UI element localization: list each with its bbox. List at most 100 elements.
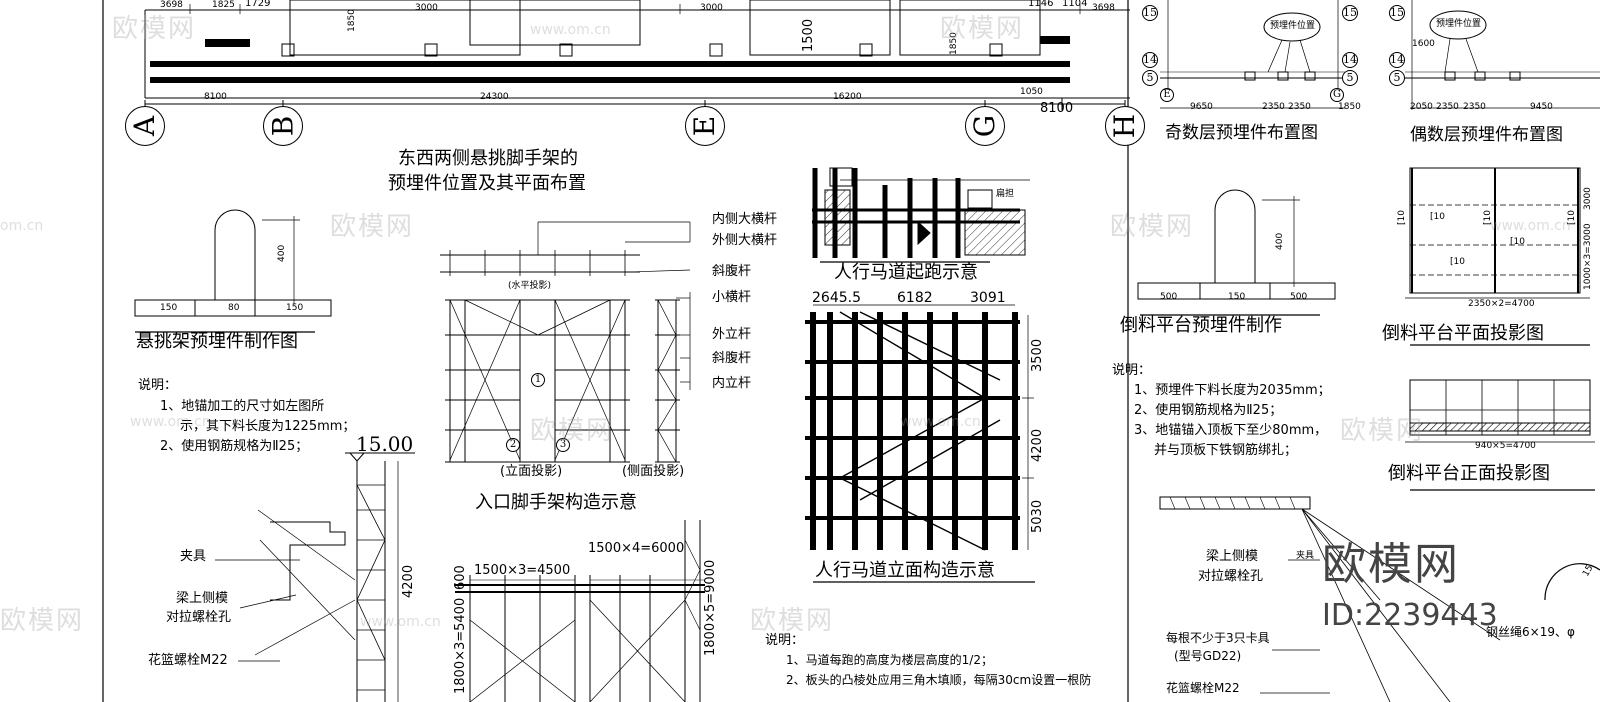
frame-dim-a: 1500×3=4500: [474, 563, 571, 578]
even-dim-4: 9450: [1530, 102, 1553, 112]
bottom-dim-5: 8100: [1040, 101, 1074, 116]
section-height-dim: 4200: [401, 564, 416, 598]
frame-dim-b: 1500×4=6000: [588, 541, 685, 556]
top-dim-7: 1104: [1062, 0, 1088, 9]
platform-width-2: 150: [1228, 292, 1246, 302]
top-dim-1: 3698: [160, 0, 183, 10]
watermark-brand-3: 欧模网: [330, 212, 415, 242]
label-turnbuckle: 花篮螺栓M22: [148, 653, 228, 668]
bottom-dim-3: 16200: [833, 92, 862, 102]
grid-num-5-odd-right: 5: [1342, 70, 1358, 86]
member-label-diagonal-1: 斜腹杆: [712, 264, 752, 279]
platform-width-3: 500: [1290, 292, 1308, 302]
platform-width-1: 500: [1160, 292, 1178, 302]
bottom-dim-1: 8100: [204, 92, 227, 102]
bottom-dim-4: 1050: [1020, 87, 1043, 97]
label-tie-bolt-hole: 对拉螺栓孔: [166, 610, 232, 625]
platform-channel-h2: [10: [1510, 237, 1525, 247]
member-label-transom: 小横杆: [712, 290, 752, 305]
odd-dim-2: 2350: [1262, 102, 1285, 112]
platform-channel-h3: [10: [1450, 257, 1465, 267]
watermark-url-5: www.om.cn: [900, 414, 981, 430]
notes-right-item-3: 3、地锚锚入顶板下至少80mm，: [1134, 423, 1328, 438]
notes-mid-item-1: 1、马道每跑的高度为楼层高度的1/2；: [786, 653, 993, 667]
main-title-line1: 东西两侧悬挑脚手架的: [398, 148, 578, 169]
platform-embed-title: 倒料平台预埋件制作: [1120, 315, 1282, 336]
platform-channel-v1: [10: [1397, 210, 1407, 225]
odd-axis-e: E: [1160, 88, 1174, 102]
platform-plan-dim-2: 1000×3=3000: [1583, 223, 1593, 290]
frame-dim-v1: 1800×3=5400: [453, 597, 468, 694]
frame-dim-v3: 1800×5=9000: [703, 559, 718, 656]
cantilever-width-1: 150: [160, 303, 178, 313]
walkway-start-tag: 扁担: [996, 189, 1015, 199]
watermark-brand-2: 欧模网: [940, 14, 1025, 44]
grid-num-5-even: 5: [1389, 70, 1405, 86]
axis-bubble-g: G: [965, 106, 1005, 146]
section-label-model: (型号GD22): [1174, 649, 1242, 663]
even-embed-tag: 预埋件位置: [1436, 19, 1482, 29]
callout-3: 3: [556, 438, 570, 452]
grid-num-15-odd-right: 15: [1342, 5, 1358, 21]
watermark-brand-7: 欧模网: [0, 606, 85, 636]
platform-plan-title: 倒料平台平面投影图: [1382, 323, 1544, 344]
section-label-clips: 每根不少于3只卡具: [1166, 631, 1270, 645]
notes-right-item-4: 并与顶板下铁钢筋绑扎；: [1154, 443, 1298, 458]
main-title-line2: 预埋件位置及其平面布置: [388, 173, 586, 194]
axis-bubble-a: A: [125, 106, 165, 146]
platform-front-title: 倒料平台正面投影图: [1388, 463, 1550, 484]
platform-plan-dim-1: 3000: [1583, 187, 1593, 210]
label-clamp: 夹具: [180, 549, 207, 564]
cantilever-height-dim: 400: [277, 244, 287, 262]
even-dim-1: 2050: [1410, 102, 1433, 112]
watermark-url-3: www.om.cn: [1490, 218, 1571, 234]
walkway-dim-top-3: 3091: [970, 290, 1006, 306]
notes-right-item-2: 2、使用钢筋规格为Ⅱ25；: [1134, 403, 1283, 418]
walkway-dim-right-1: 3500: [1030, 338, 1045, 372]
top-dim-4: 3000: [415, 3, 438, 13]
vert-dim-2: 1500: [801, 18, 816, 52]
axis-bubble-h: H: [1105, 106, 1145, 146]
platform-plan-bottom-dim: 2350×2=4700: [1468, 299, 1535, 309]
watermark-url-4: www.om.cn: [130, 414, 211, 430]
platform-channel-h1: [10: [1430, 212, 1445, 222]
elevation-mark: 15.00: [356, 432, 414, 456]
walkway-elev-title: 人行马道立面构造示意: [815, 560, 995, 581]
cantilever-width-2: 80: [228, 303, 240, 313]
odd-dim-1: 9650: [1190, 102, 1213, 112]
odd-dim-3: 2350: [1288, 102, 1311, 112]
label-beam-side-form: 梁上侧模: [176, 591, 229, 606]
brand-logo-text: 欧模网: [1322, 539, 1460, 590]
walkway-dim-top-1: 2645.5: [812, 290, 861, 306]
watermark-url-6: www.om.cn: [360, 614, 441, 630]
notes-right-heading: 说明：: [1112, 363, 1152, 378]
top-dim-2: 1825: [212, 0, 235, 10]
bottom-dim-2: 24300: [480, 92, 509, 102]
watermark-brand-6: 欧模网: [1340, 416, 1425, 446]
grid-num-14-odd-right: 14: [1342, 52, 1358, 68]
top-dim-8: 3698: [1092, 3, 1115, 13]
notes-mid-heading: 说明：: [765, 633, 805, 648]
callout-1: 1: [531, 373, 545, 387]
section-label-bolt-hole: 对拉螺栓孔: [1198, 569, 1264, 584]
axis-bubble-e: E: [685, 106, 725, 146]
even-dim-2: 2350: [1436, 102, 1459, 112]
odd-layout-title: 奇数层预埋件布置图: [1165, 123, 1318, 143]
top-dim-6: 1146: [1028, 0, 1054, 9]
top-dim-5: 3000: [700, 3, 723, 13]
notes-left-heading: 说明：: [138, 378, 178, 393]
walkway-dim-right-3: 5030: [1030, 499, 1045, 533]
grid-num-15-odd: 15: [1142, 5, 1158, 21]
even-height-dim: 1600: [1412, 39, 1435, 49]
member-label-inner-standard: 内立杆: [712, 376, 752, 391]
notes-right-item-1: 1、预埋件下料长度为2035mm；: [1134, 383, 1331, 398]
frame-dim-v2: 600: [453, 565, 468, 590]
watermark-brand-5: 欧模网: [530, 416, 615, 446]
brand-id: ID:2239443: [1322, 598, 1498, 633]
section-label-wire-rope: 钢丝绳6×19、φ: [1486, 625, 1575, 639]
entrance-title: 入口脚手架构造示意: [475, 492, 637, 513]
odd-axis-g: G: [1330, 88, 1344, 102]
platform-front-dim: 940×5=4700: [1475, 441, 1536, 451]
